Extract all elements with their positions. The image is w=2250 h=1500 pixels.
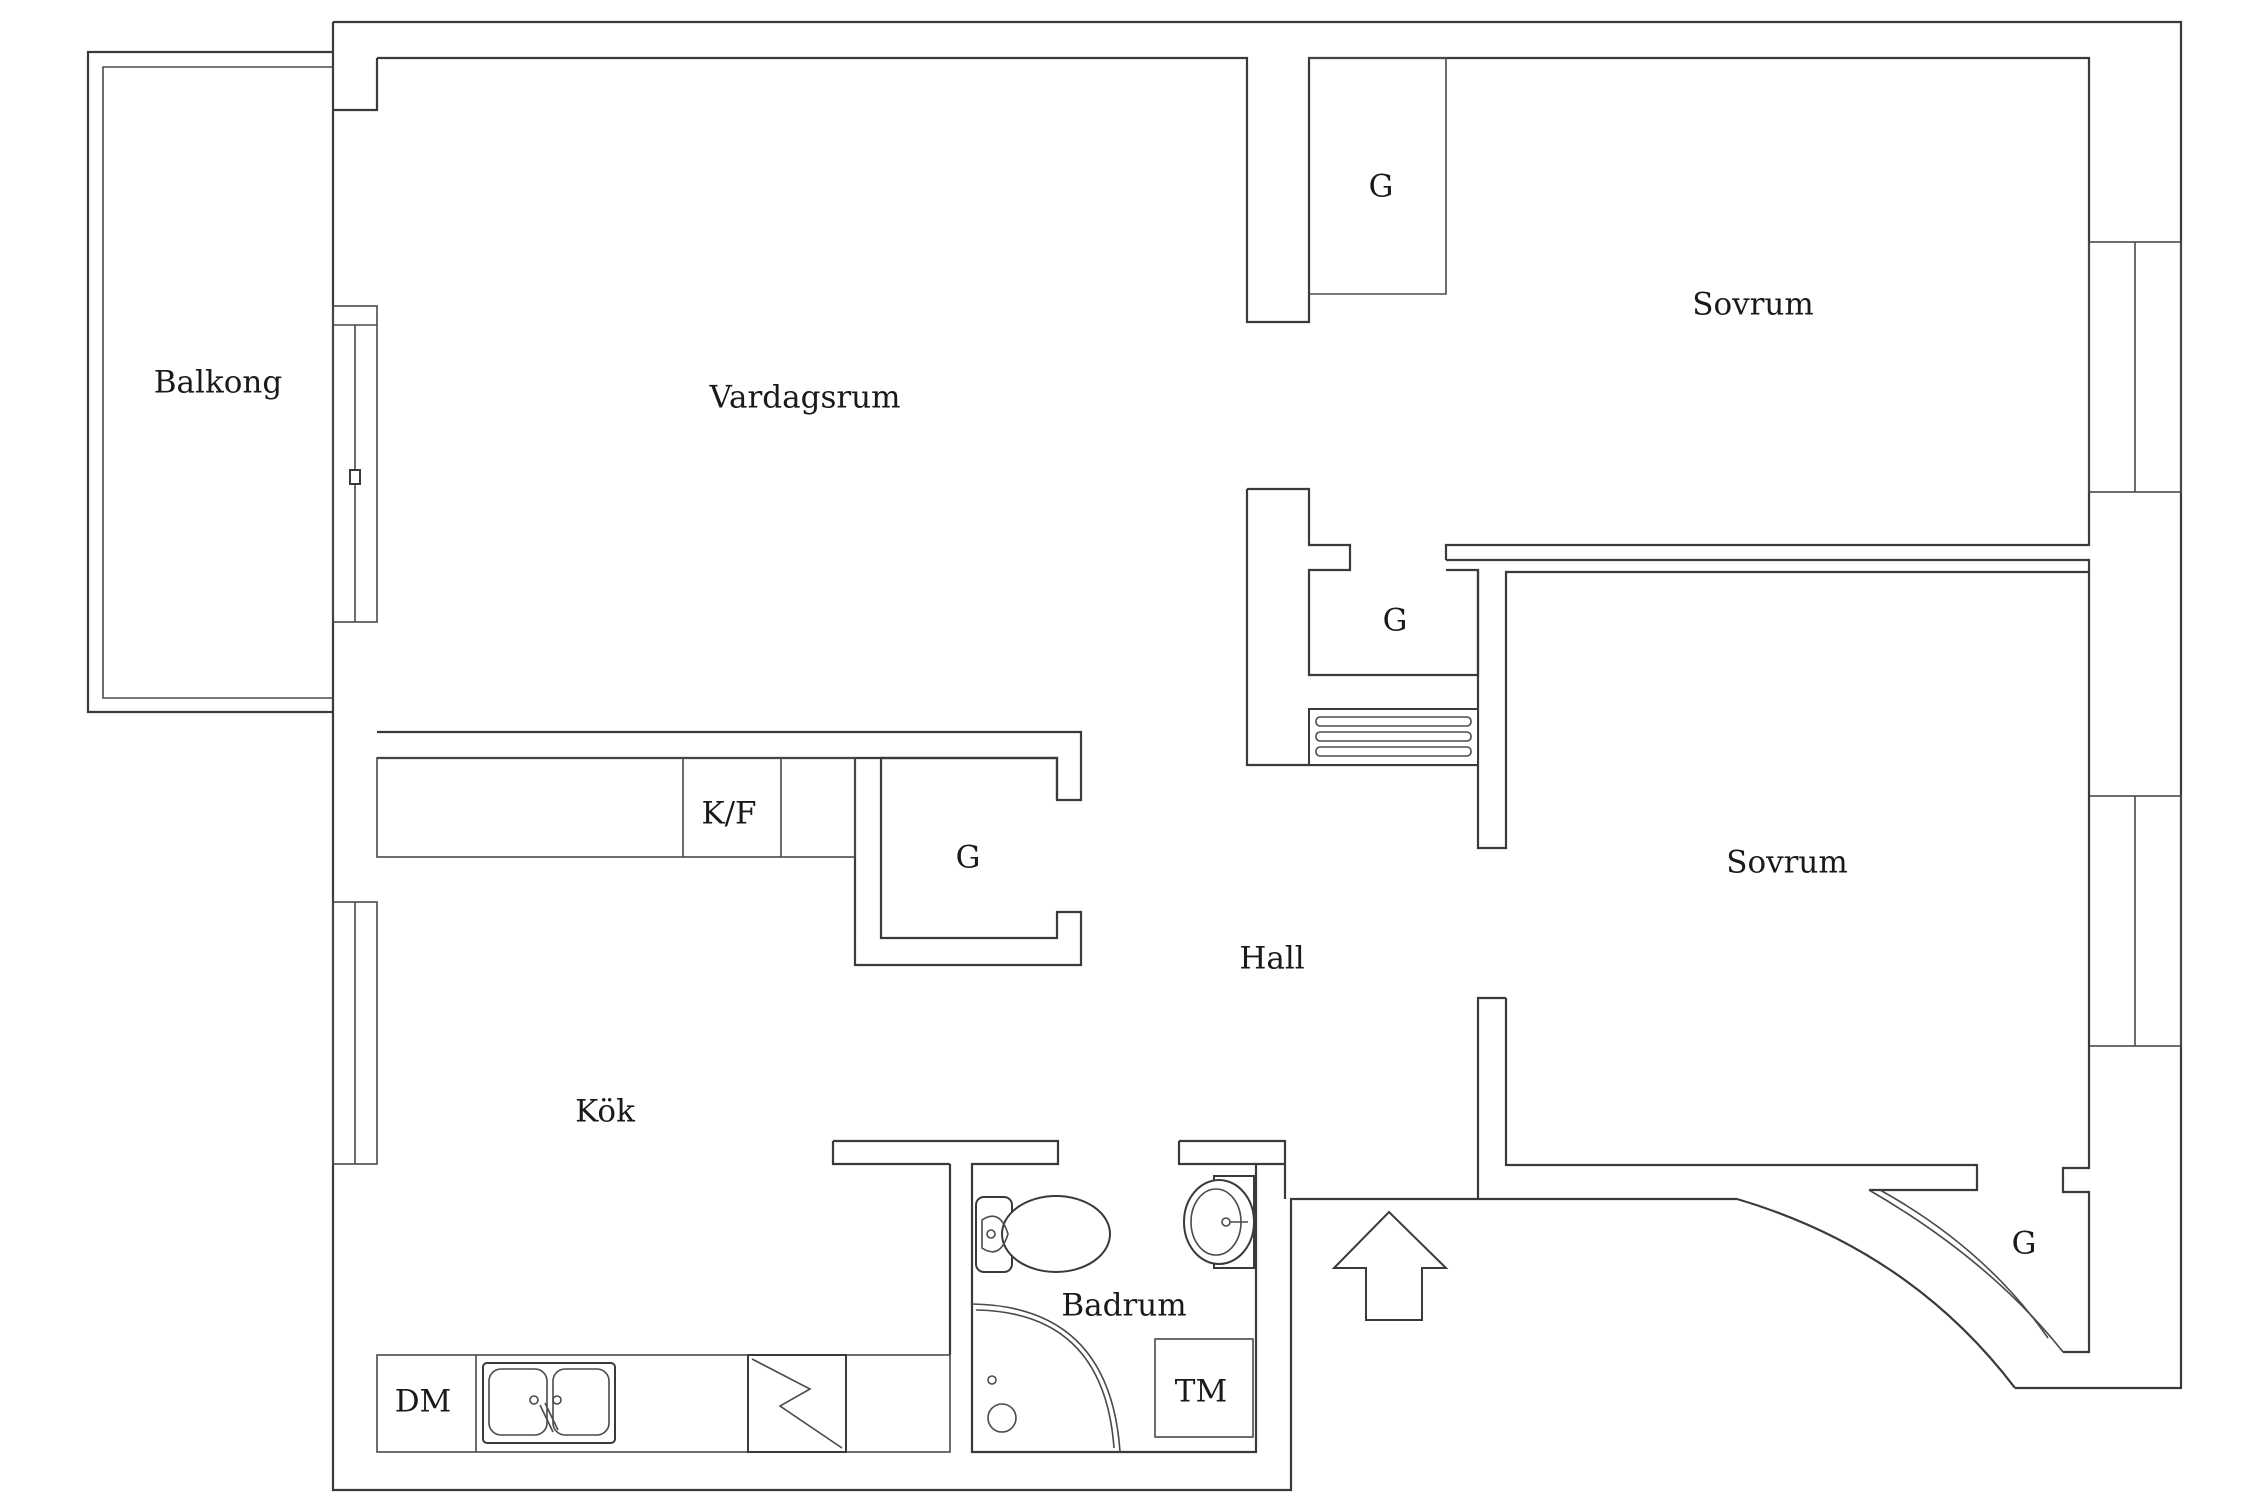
closet-label-center: G [1383,603,1408,639]
dishwasher-label: DM [395,1384,452,1420]
shower-icon [971,1303,1121,1453]
washing-machine-label: TM [1175,1374,1227,1410]
room-label-sovrum-upper: Sovrum [1692,287,1814,323]
toilet-icon [975,1195,1111,1273]
kitchen-counters [376,757,951,1453]
balcony [86,50,333,714]
room-label-kok: Kök [575,1094,635,1130]
washbasin-icon [1183,1175,1255,1269]
room-labels: Balkong Vardagsrum Sovrum Sovrum Hall Kö… [154,287,1848,1324]
closet-label-upper: G [1369,169,1394,205]
room-label-badrum: Badrum [1061,1288,1186,1324]
bedroom-windows [2088,241,2182,1047]
entrance-arrow-icon [1331,1210,1449,1321]
room-label-hall: Hall [1239,941,1304,977]
fridge-freezer-label: K/F [701,796,756,832]
closet-label-corner: G [2012,1226,2037,1262]
stove-icon [747,1354,847,1453]
room-label-balkong: Balkong [154,365,282,401]
fixture-labels: G G G G K/F DM TM [395,169,2037,1420]
room-label-vardagsrum: Vardagsrum [708,380,900,416]
interior-walls [377,57,2091,1454]
balcony-door [332,305,378,623]
washing-machine [1154,1338,1254,1438]
room-label-sovrum-lower: Sovrum [1726,845,1848,881]
kitchen-sink-icon [482,1362,616,1444]
closet-label-kitchen: G [956,840,981,876]
kitchen-window [332,901,378,1165]
radiator-icon [1308,708,1479,766]
